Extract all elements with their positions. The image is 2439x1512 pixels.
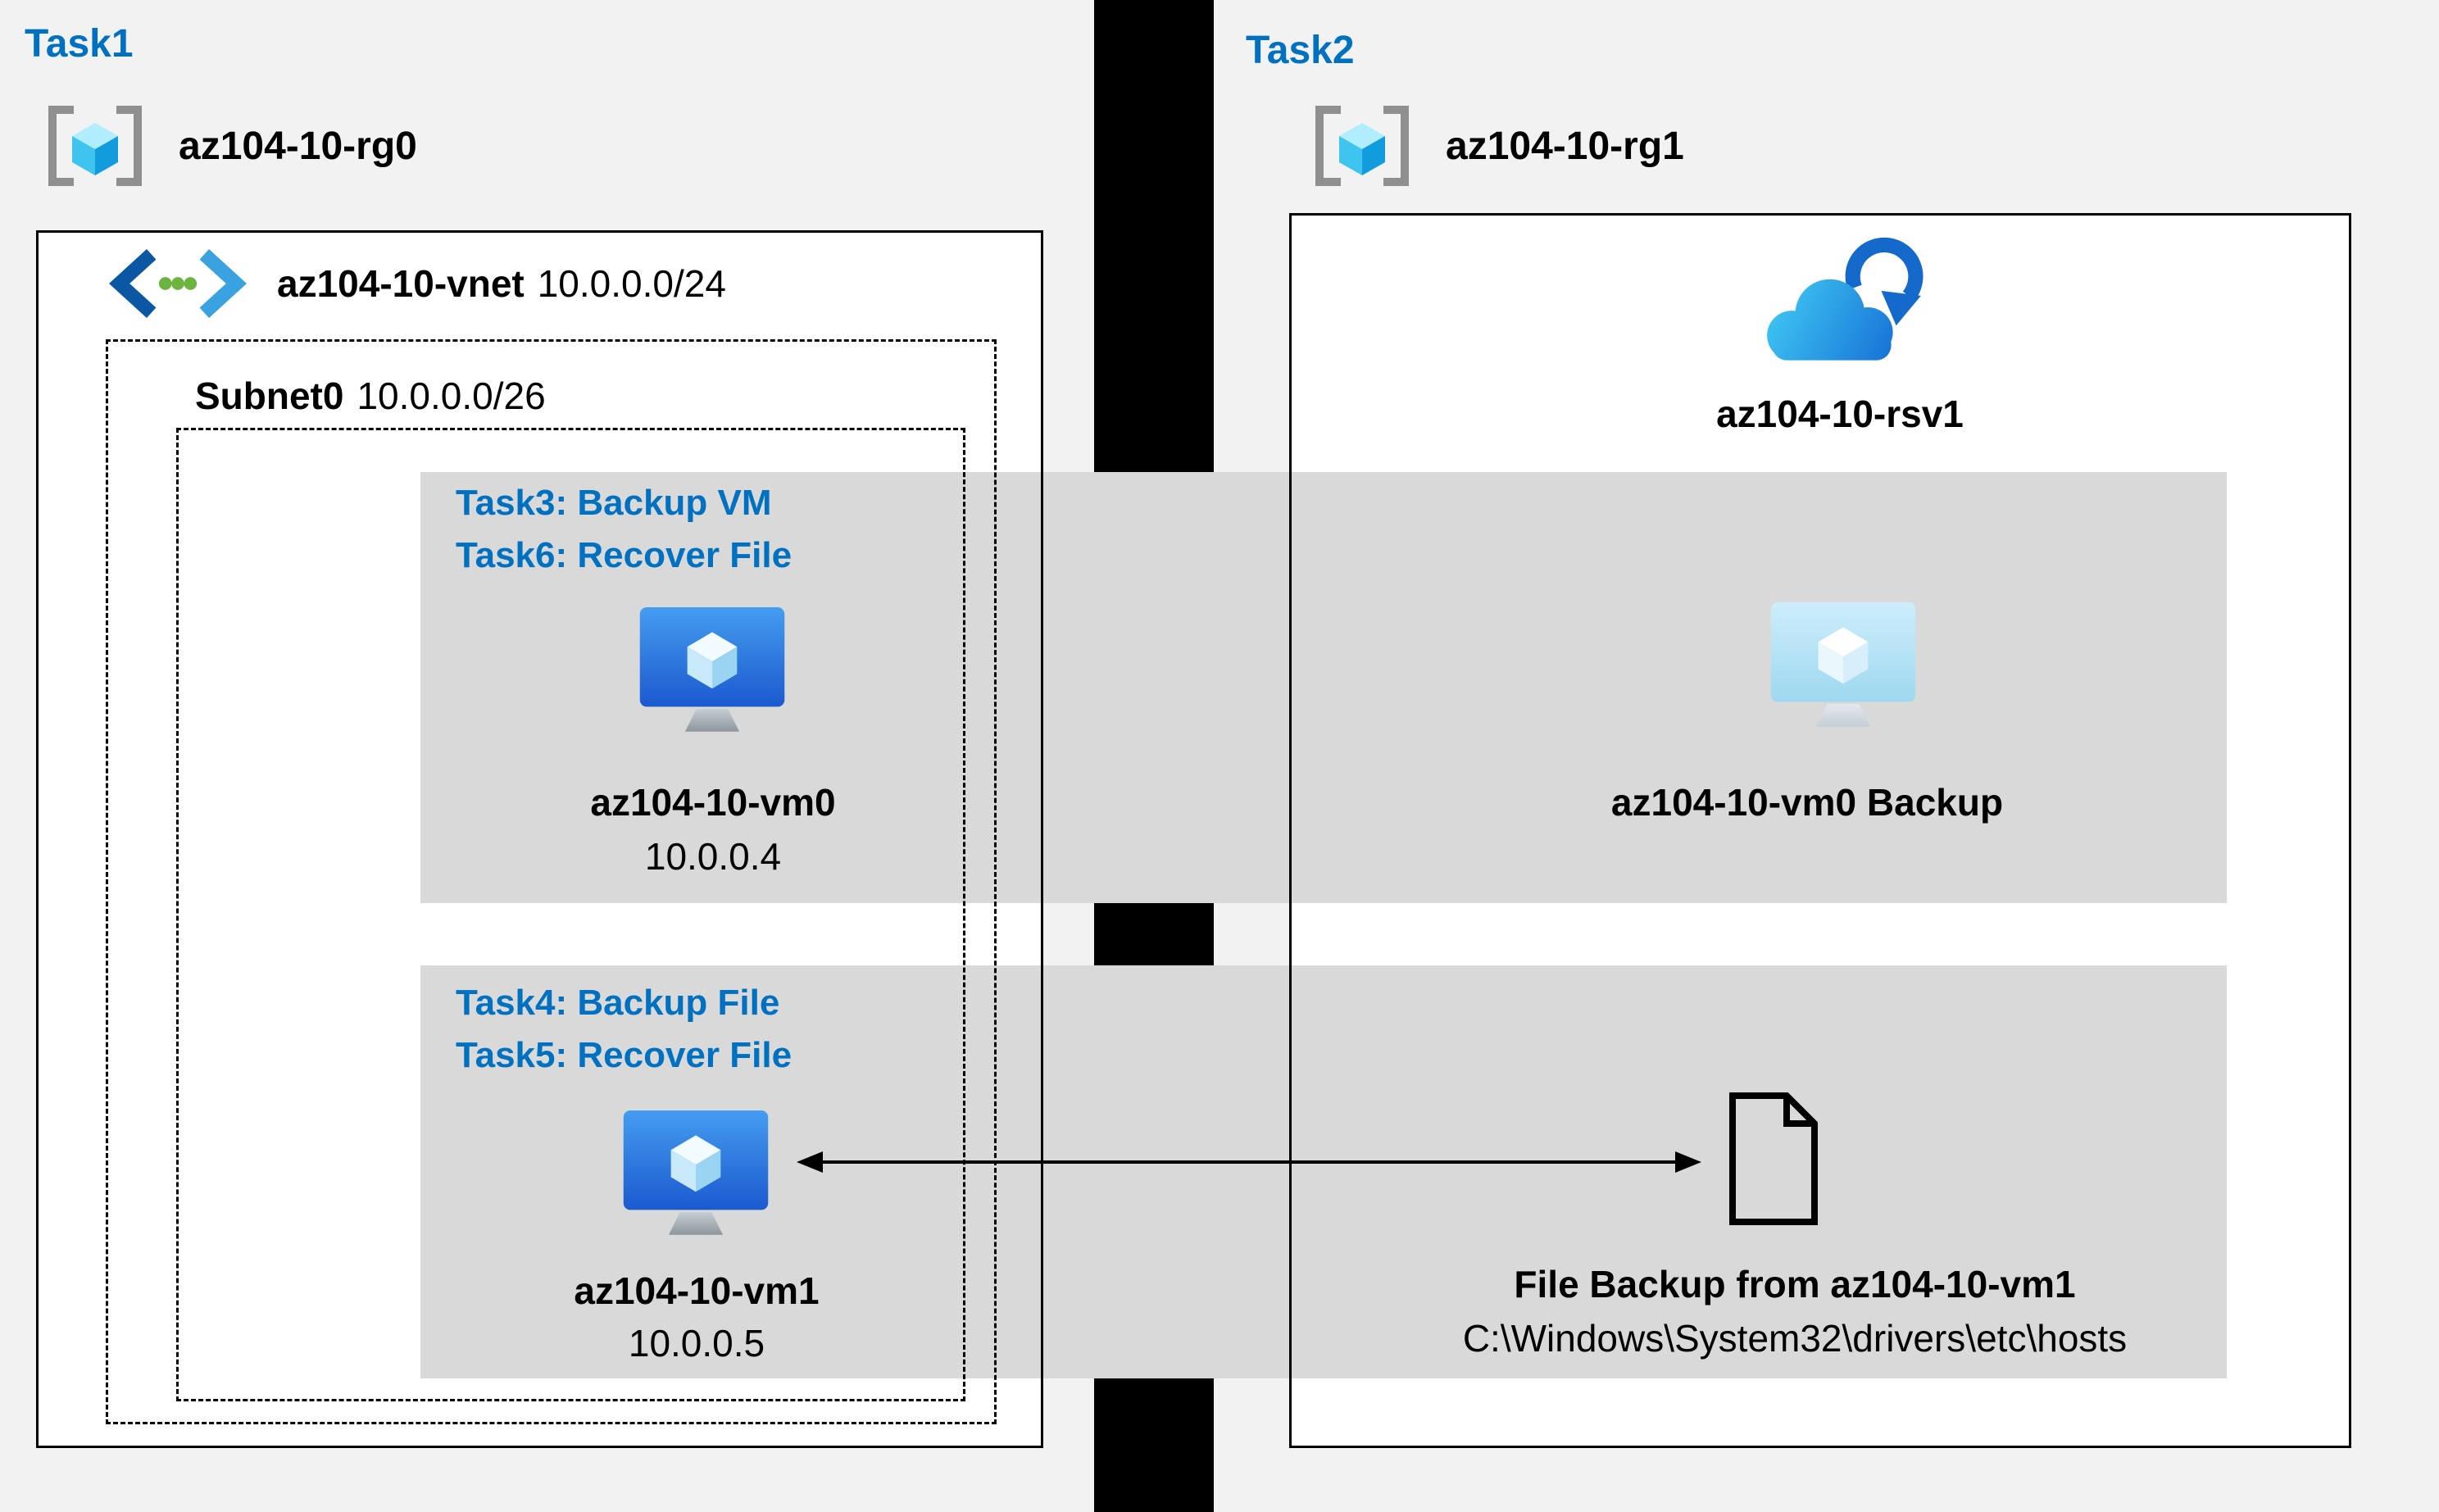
subnet-header: Subnet0 10.0.0.0/26 [195,374,546,418]
vm-icon [623,1110,769,1235]
task1-label: Task1 [25,22,134,66]
vm1-task-lines: Task4: Backup File Task5: Recover File [456,977,792,1082]
vault-icon-wrap [1755,236,1928,376]
vm1-file-arrow-wrap [793,1137,1705,1191]
recovery-vault-cloud-icon [1767,237,1923,361]
vm1-task-line-1: Task4: Backup File [456,983,780,1023]
subnet0-inner-dashed-border [176,428,965,1401]
vnet-header: az104-10-vnet 10.0.0.0/24 [108,246,726,321]
file-backup-path: C:\Windows\System32\drivers\etc\hosts [1462,1317,2128,1360]
vm1-icon-wrap [621,1108,770,1248]
vm0-task-lines: Task3: Backup VM Task6: Recover File [456,477,792,582]
file-backup-icon-wrap [1721,1090,1826,1232]
vm-icon [639,607,785,732]
rg1-header: az104-10-rg1 [1310,103,1684,188]
rg0-name: az104-10-rg0 [179,124,417,168]
vm-backup-faded-icon [1770,602,1916,727]
double-headed-arrow-icon [797,1151,1701,1173]
vm1-ip: 10.0.0.5 [628,1322,765,1364]
file-backup-title: File Backup from az104-10-vm1 [1514,1263,2076,1305]
vnet-box-border [36,230,1043,1448]
rg0-header: az104-10-rg0 [43,103,417,188]
vnet-cidr: 10.0.0.0/24 [537,262,726,305]
resource-group-icon [48,106,142,186]
resource-group-icon [1315,106,1409,186]
subnet-cidr: 10.0.0.0/26 [357,375,546,417]
vnet-name: az104-10-vnet [277,262,525,305]
vm0-icon-wrap [638,605,787,745]
task2-label: Task2 [1246,29,1355,72]
vm0-ip: 10.0.0.4 [644,835,782,878]
vault-name: az104-10-rsv1 [1716,393,1964,435]
file-icon [1729,1092,1818,1225]
vnet-icon [108,249,248,318]
vm0-backup-label: az104-10-vm0 Backup [1610,781,2004,824]
vm0-backup-icon-wrap [1769,600,1918,740]
vm0-task-line-1: Task3: Backup VM [456,483,772,523]
rg1-name: az104-10-rg1 [1446,124,1684,168]
vm1-name: az104-10-vm1 [574,1269,820,1312]
vm0-name: az104-10-vm0 [590,781,836,824]
vm1-task-line-2: Task5: Recover File [456,1035,793,1075]
subnet0-dashed-border [106,339,997,1424]
vm0-task-line-2: Task6: Recover File [456,535,793,575]
subnet-name: Subnet0 [195,375,344,417]
rg1-box-border [1289,213,2351,1448]
